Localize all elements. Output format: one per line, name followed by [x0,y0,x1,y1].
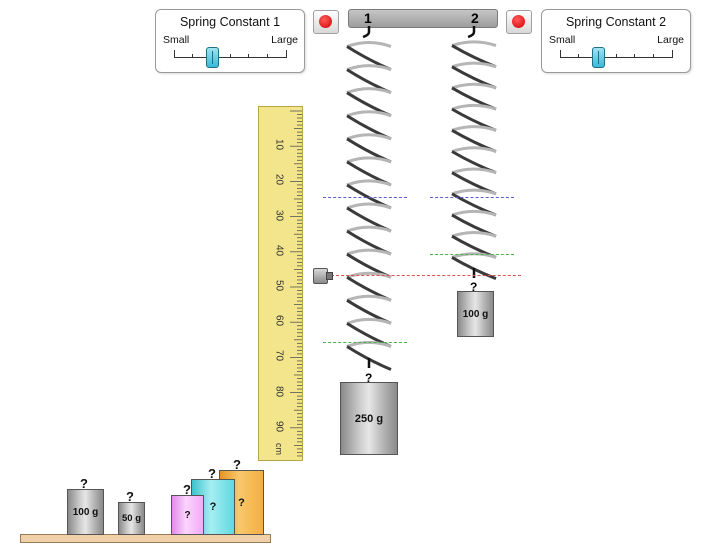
spring-constant-1-slider-thumb[interactable] [206,47,219,68]
ceiling-bar [348,9,498,28]
spring-constant-2-slider-thumb[interactable] [592,47,605,68]
spring-2-label: 2 [471,10,479,26]
hook-icon: ? [208,466,216,481]
spring-coil-back [346,179,392,187]
slider-tick [653,54,654,58]
hook-icon: ? [80,476,88,491]
spring-coil-back [451,188,497,196]
slider-tick [286,50,287,58]
ruler-tick-label: 20 [273,174,285,186]
ruler-unit-label: cm [274,443,284,455]
spring-coil-back [451,252,497,259]
ruler[interactable]: 10 20 30 40 50 60 70 80 90 cm [258,106,303,461]
spring-coil-back [451,61,497,69]
spring-top-hook [467,26,476,39]
spring-coil-back [346,156,392,164]
slider-tick [248,54,249,58]
spring-coil-back [346,110,392,118]
stop-icon [512,15,525,28]
movable-reference-line[interactable] [331,275,521,276]
spring-coil-back [451,103,497,111]
hook-icon: ? [126,489,134,504]
ruler-tick-label: 40 [273,244,285,256]
spring-1-label: 1 [364,10,372,26]
spring-coil-back [346,202,392,210]
ruler-tick-label: 60 [273,315,285,327]
spring-top-hook [362,26,371,39]
hook-icon: ? [365,371,372,385]
spring-coil-back [451,231,497,238]
slider-tick [560,50,561,58]
stop-icon [319,15,332,28]
slider-tick [230,54,231,58]
slider-tick [174,50,175,58]
mass-shelf [20,534,271,543]
mass-250g-on-spring-1[interactable]: 250 g [340,382,398,455]
spring-constant-2-max-label: Large [657,34,684,46]
spring-1-equilibrium-line [323,197,407,198]
spring-coil-back [346,133,392,141]
spring-coil-back [346,87,392,95]
ruler-ticks [290,110,302,457]
stop-spring-1-button[interactable] [313,10,339,34]
slider-tick [267,54,268,58]
ruler-tick-label: 90 [273,420,285,432]
spring-constant-2-title: Spring Constant 2 [565,15,667,29]
reference-line-handle-tip [326,272,333,280]
spring-constant-2-panel: Spring Constant 2 Small Large [541,9,691,73]
spring-coil-back [346,340,392,348]
spring-coil-back [451,146,497,153]
spring-coil-back [346,271,392,279]
spring-coil-back [451,82,497,90]
spring-2-displacement-line [430,254,514,255]
spring-1[interactable] [346,26,392,371]
hook-icon: ? [470,280,477,294]
spring-constant-1-min-label: Small [163,34,190,46]
slider-tick [192,54,193,58]
spring-constant-2-min-label: Small [549,34,576,46]
spring-coil-back [451,209,497,217]
spring-constant-1-panel: Spring Constant 1 Small Large [155,9,305,73]
hook-icon: ? [183,482,191,497]
mass-100g-on-spring-2[interactable]: 100 g [457,291,494,337]
spring-coil-back [346,64,392,72]
spring-coil-back [451,167,497,175]
spring-2[interactable] [451,26,497,280]
spring-constant-1-title: Spring Constant 1 [179,15,281,29]
slider-tick [578,54,579,58]
spring-coil-back [346,317,392,325]
mass-50g[interactable]: 50 g [118,502,145,535]
slider-tick [672,50,673,58]
ruler-tick-label: 10 [273,139,285,151]
slider-tick [634,54,635,58]
spring-2-equilibrium-line [430,197,514,198]
spring-coil-back [346,40,392,48]
stop-spring-2-button[interactable] [506,10,532,34]
spring-coil-back [346,225,392,233]
ruler-tick-label: 80 [273,385,285,397]
mystery-mass-pink[interactable]: ? [171,495,204,535]
spring-1-displacement-line [323,342,407,343]
slider-tick [616,54,617,58]
ruler-tick-label: 70 [273,350,285,362]
ruler-tick-label: 30 [273,209,285,221]
mass-100g[interactable]: 100 g [67,489,104,535]
hook-icon: ? [233,457,241,472]
spring-coil-back [346,248,392,256]
spring-constant-1-max-label: Large [271,34,298,46]
spring-coil-back [451,125,497,132]
spring-coil-back [451,40,497,48]
spring-coil-back [346,294,392,302]
ruler-tick-label: 50 [273,279,285,292]
